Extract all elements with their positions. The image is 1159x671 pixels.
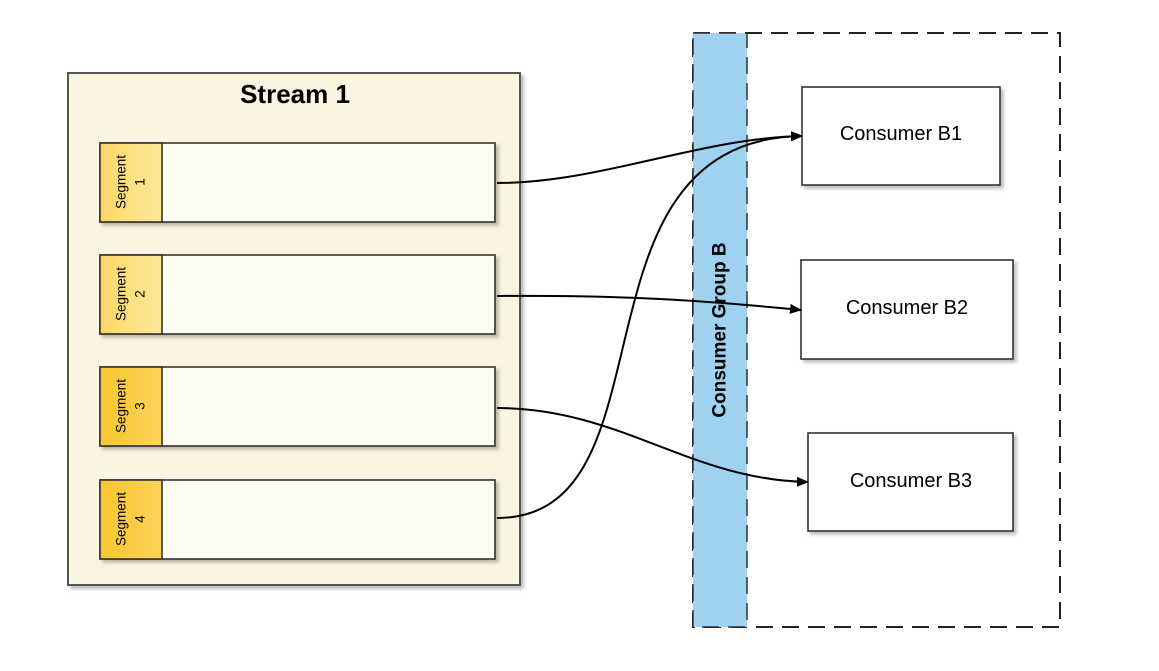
segment-3-label: Segment <box>114 379 129 433</box>
segment-2-tab <box>99 254 163 335</box>
segment-1-number: 1 <box>133 178 148 186</box>
segment-4-body <box>99 479 496 560</box>
consumer-group-label: Consumer Group B <box>710 242 731 417</box>
segment-3-tab <box>99 366 163 447</box>
segment-3-number: 3 <box>133 402 148 410</box>
segment-2: Segment 2 <box>99 254 496 335</box>
segment-3: Segment 3 <box>99 366 496 447</box>
segment-4-label: Segment <box>114 492 129 546</box>
segment-1: Segment 1 <box>99 142 496 223</box>
arrow-segment4-to-consumer-b1 <box>496 131 803 519</box>
arrow-segment1-to-consumer-b1 <box>496 131 803 184</box>
consumer-b3-label: Consumer B3 <box>850 470 972 492</box>
consumer-b1-box <box>801 86 1001 186</box>
segment-1-body <box>99 142 496 223</box>
segment-4: Segment 4 <box>99 479 496 560</box>
consumer-b2: Consumer B2 <box>800 259 1014 360</box>
segment-4-tab <box>99 479 163 560</box>
consumer-group-band <box>692 32 748 628</box>
segment-2-body <box>99 254 496 335</box>
segment-1-label: Segment <box>114 155 129 209</box>
arrow-segment3-to-consumer-b3 <box>496 407 809 487</box>
consumer-b1-label: Consumer B1 <box>840 123 962 145</box>
consumer-b3: Consumer B3 <box>807 432 1014 532</box>
segment-4-number: 4 <box>133 515 148 523</box>
stream-title: Stream 1 <box>240 79 350 109</box>
consumer-b2-label: Consumer B2 <box>846 297 968 319</box>
segment-3-body <box>99 366 496 447</box>
consumer-b1: Consumer B1 <box>801 86 1001 186</box>
consumer-b2-box <box>800 259 1014 360</box>
segment-2-number: 2 <box>133 290 148 298</box>
segment-2-label: Segment <box>114 267 129 321</box>
arrow-segment2-to-consumer-b2 <box>496 294 802 314</box>
segment-1-tab <box>99 142 163 223</box>
